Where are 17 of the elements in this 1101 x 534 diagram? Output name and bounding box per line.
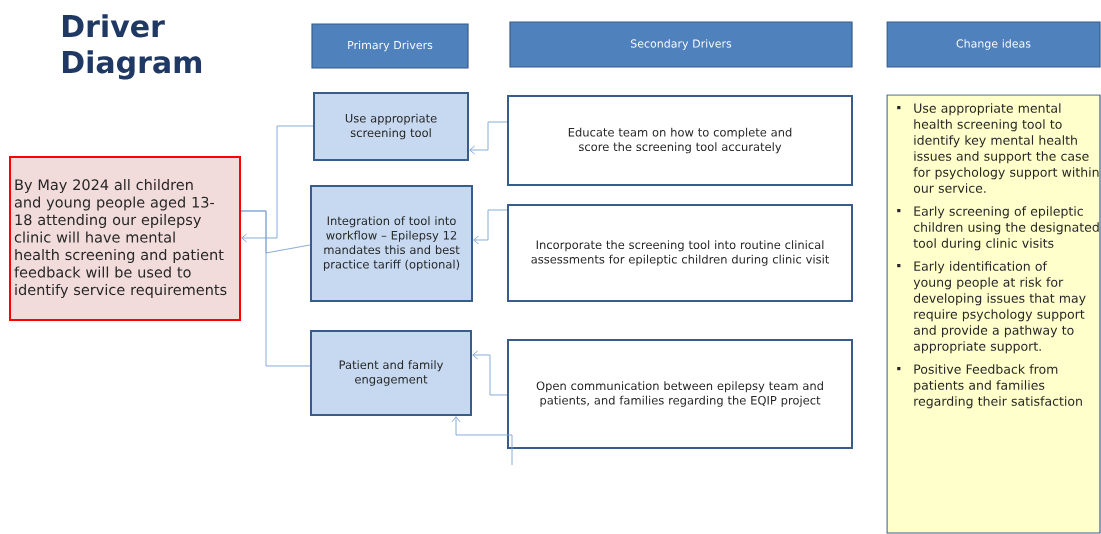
primary-driver-box: Use appropriate screening tool xyxy=(313,92,469,161)
secondary-driver-box: Open communication between epilepsy team and patients, and families regarding the EQIP project xyxy=(507,339,853,449)
connector-arrow xyxy=(473,209,508,245)
header-box: Secondary Drivers xyxy=(509,21,853,68)
secondary-driver-box: Educate team on how to complete and score the screening tool accurately xyxy=(507,95,853,186)
title: Driver Diagram xyxy=(62,14,202,80)
change-ideas-box: Use appropriate mental health screening tool to identify key mental health issues and support the case for psychology support within our service. Early screening of epileptic children using the designated tool during clinic visits Early identification of young people at risk for developing issues that may require psychology support and provide a pathway to appropriate support. Positive Feedback from patients and families regarding their satisfaction xyxy=(886,94,1101,534)
connector-arrow xyxy=(451,416,513,466)
connector-arrow xyxy=(472,350,508,396)
primary-driver-box: Integration of tool into workflow – Epilepsy 12 mandates this and best practice tariff (optional) xyxy=(310,185,473,302)
secondary-driver-box: Incorporate the screening tool into routine clinical assessments for epileptic children during clinic visit xyxy=(507,204,853,302)
connector-arrow xyxy=(469,121,508,155)
primary-driver-box: Patient and family engagement xyxy=(310,330,472,416)
aim-box: By May 2024 all children and young people aged 13-18 attending our epilepsy clinic will have mental health screening and patient feedback will be used to identify service requirements xyxy=(9,156,241,321)
header-box: Primary Drivers xyxy=(311,23,469,69)
connector-arrow xyxy=(241,125,314,243)
header-box: Change ideas xyxy=(886,21,1101,68)
